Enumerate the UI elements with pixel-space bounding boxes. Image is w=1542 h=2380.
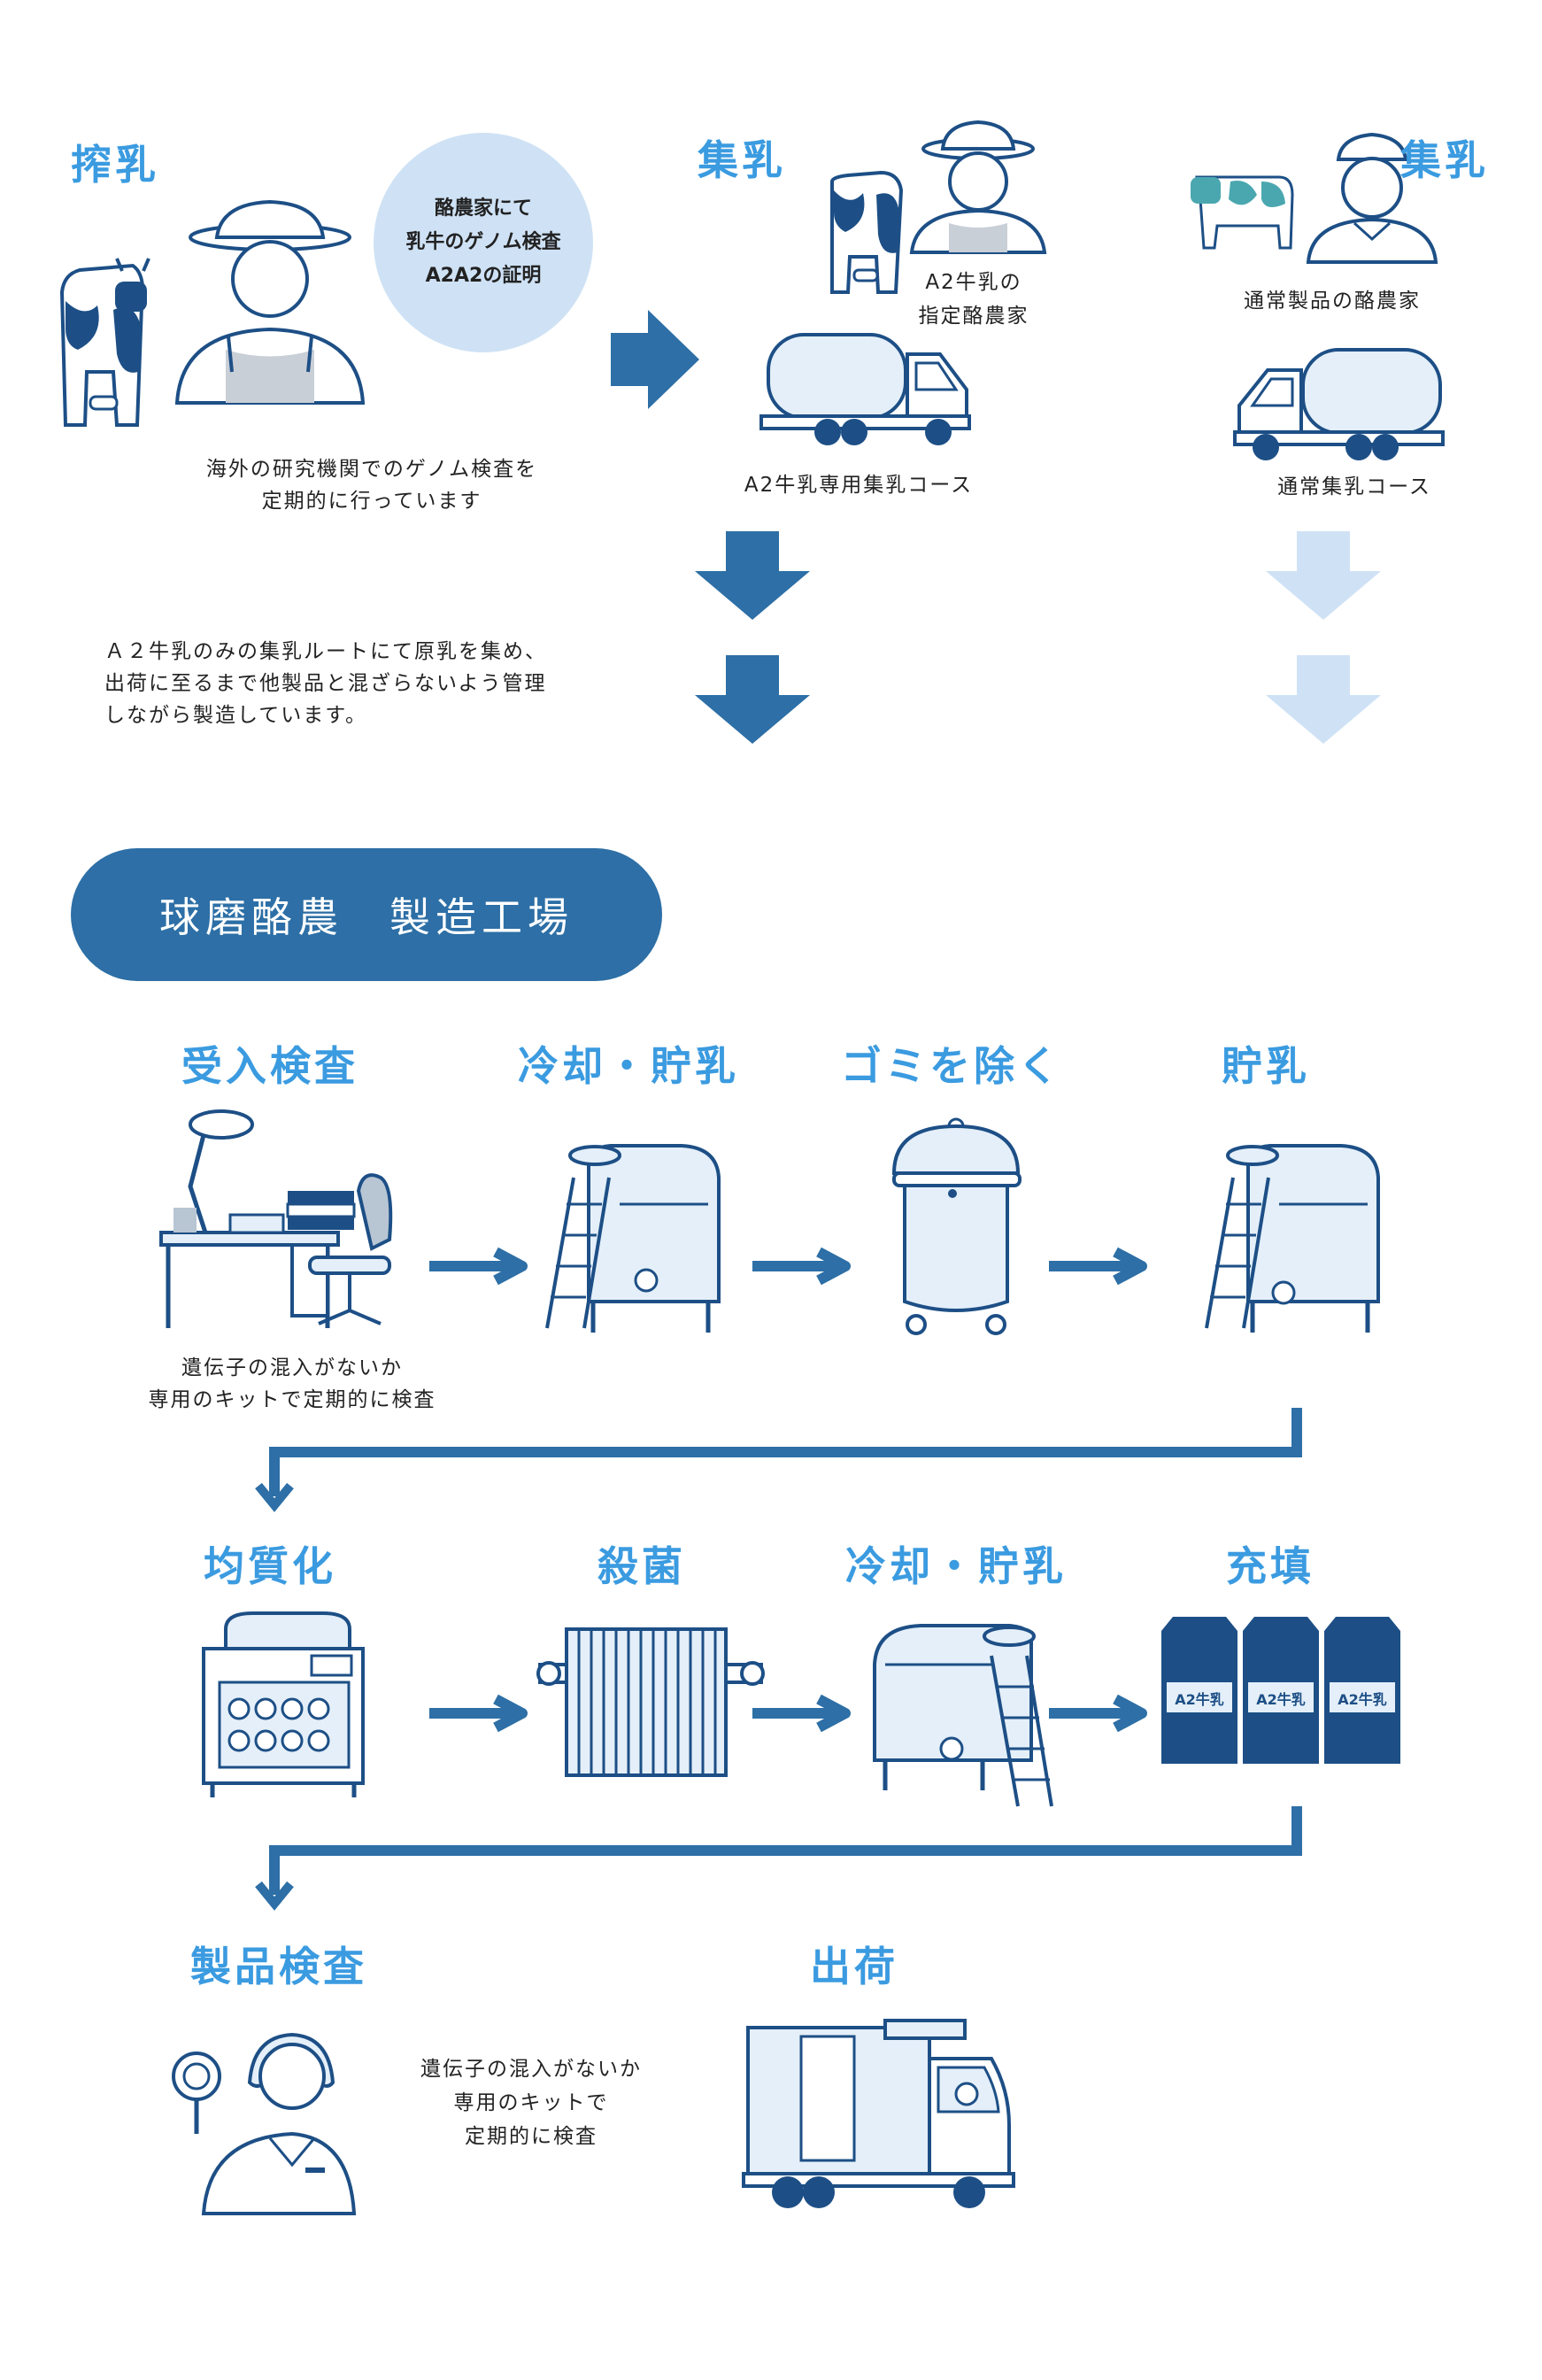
step-receiving-inspection: 受入検査 xyxy=(181,1042,359,1090)
step-storage: 貯乳 xyxy=(1222,1042,1310,1090)
inspection-desk-icon xyxy=(159,1109,393,1328)
a2-route-label: A2牛乳専用集乳コース xyxy=(744,474,974,497)
route-note-line: しながら製造しています。 xyxy=(104,704,368,727)
dairy-farmer-icon xyxy=(174,199,366,405)
step-remove-debris: ゴミを除く xyxy=(841,1042,1062,1090)
storage-tank-icon xyxy=(1205,1144,1380,1333)
bubble-line: 乳牛のゲノム検査 xyxy=(405,231,561,253)
inspection-note: 遺伝子の混入がないか 専用のキットで定期的に検査 xyxy=(106,1352,478,1416)
a2-route-down-arrows xyxy=(695,531,810,744)
normal-cow-icon xyxy=(1191,175,1294,250)
down-arrow-icon xyxy=(695,655,810,744)
right-arrow-icon xyxy=(611,310,699,409)
genome-test-bubble: 酪農家にて 乳牛のゲノム検査 A2A2の証明 xyxy=(374,133,593,352)
sterilizer-icon xyxy=(536,1627,765,1777)
carton-label: A2牛乳 xyxy=(1175,1691,1224,1708)
filter-tank-icon xyxy=(891,1117,1022,1335)
delivery-truck-icon xyxy=(742,2019,1015,2208)
milking-note: 海外の研究機関でのゲノム検査を 定期的に行っています xyxy=(159,453,584,517)
collect-normal-title: 集乳 xyxy=(1400,136,1489,184)
carton-label: A2牛乳 xyxy=(1256,1691,1306,1708)
a2-farmer-label: A2牛乳の 指定酪農家 xyxy=(894,266,1053,333)
inspector-woman-icon xyxy=(172,2032,357,2215)
step-homogenization: 均質化 xyxy=(204,1542,336,1590)
route-note-line: Ａ２牛乳のみの集乳ルートにて原乳を集め、 xyxy=(104,640,547,663)
homogenizer-icon xyxy=(202,1611,365,1797)
route-note: Ａ２牛乳のみの集乳ルートにて原乳を集め、 出荷に至るまで他製品と混ざらないよう管… xyxy=(104,636,653,731)
milk-cartons-icon xyxy=(1161,1617,1400,1764)
inspection-note-line: 専用のキットで定期的に検査 xyxy=(148,1388,436,1411)
product-note-line: 定期的に検査 xyxy=(465,2125,598,2148)
step-cooling-storage-2: 冷却・貯乳 xyxy=(845,1542,1067,1590)
down-chevron-icon xyxy=(255,1482,294,1512)
product-note-line: 専用のキットで xyxy=(453,2091,609,2114)
milking-note-line: 定期的に行っています xyxy=(261,490,482,513)
bubble-line: A2A2の証明 xyxy=(425,265,542,287)
normal-farmer-label: 通常製品の酪農家 xyxy=(1244,290,1421,313)
route-note-line: 出荷に至るまで他製品と混ざらないよう管理 xyxy=(104,672,547,695)
product-inspection-note: 遺伝子の混入がないか 専用のキットで 定期的に検査 xyxy=(381,2052,682,2153)
product-note-line: 遺伝子の混入がないか xyxy=(420,2058,642,2081)
row1-arrows xyxy=(429,1247,1147,1286)
connector-row2-row3 xyxy=(269,1806,1302,1895)
step-shipping: 出荷 xyxy=(810,1943,898,1990)
cooling-tank-2-icon xyxy=(873,1624,1053,1807)
inspection-note-line: 遺伝子の混入がないか xyxy=(181,1356,403,1379)
step-filling: 充填 xyxy=(1226,1542,1315,1590)
step-cooling-storage: 冷却・貯乳 xyxy=(518,1042,739,1090)
a2-tanker-truck-icon xyxy=(759,333,971,445)
normal-route-down-arrows xyxy=(1266,531,1381,744)
collect-a2-title: 集乳 xyxy=(698,136,786,184)
down-arrow-icon xyxy=(695,531,810,620)
step-sterilization: 殺菌 xyxy=(598,1542,686,1590)
a2-farmer-icon xyxy=(909,120,1047,254)
down-chevron-icon xyxy=(255,1881,294,1911)
step-product-inspection: 製品検査 xyxy=(190,1943,367,1990)
milking-note-line: 海外の研究機関でのゲノム検査を xyxy=(205,458,538,481)
normal-route-label: 通常集乳コース xyxy=(1277,475,1431,498)
carton-label: A2牛乳 xyxy=(1338,1691,1387,1708)
a2-farmer-line: A2牛乳の xyxy=(925,271,1022,294)
row2-arrows xyxy=(429,1694,1147,1733)
a2-cow-icon xyxy=(830,170,904,294)
down-arrow-icon xyxy=(1266,531,1381,620)
normal-farmer-icon xyxy=(1306,132,1438,264)
milking-cow-icon xyxy=(59,258,150,427)
a2-farmer-line: 指定酪農家 xyxy=(918,305,1029,328)
factory-banner: 球磨酪農 製造工場 xyxy=(71,848,662,981)
down-arrow-icon xyxy=(1266,655,1381,744)
cooling-tank-icon xyxy=(545,1144,721,1333)
connector-row1-row2 xyxy=(269,1408,1302,1496)
milking-title: 搾乳 xyxy=(71,141,159,189)
normal-tanker-truck-icon xyxy=(1233,348,1445,460)
bubble-line: 酪農家にて xyxy=(434,197,532,220)
